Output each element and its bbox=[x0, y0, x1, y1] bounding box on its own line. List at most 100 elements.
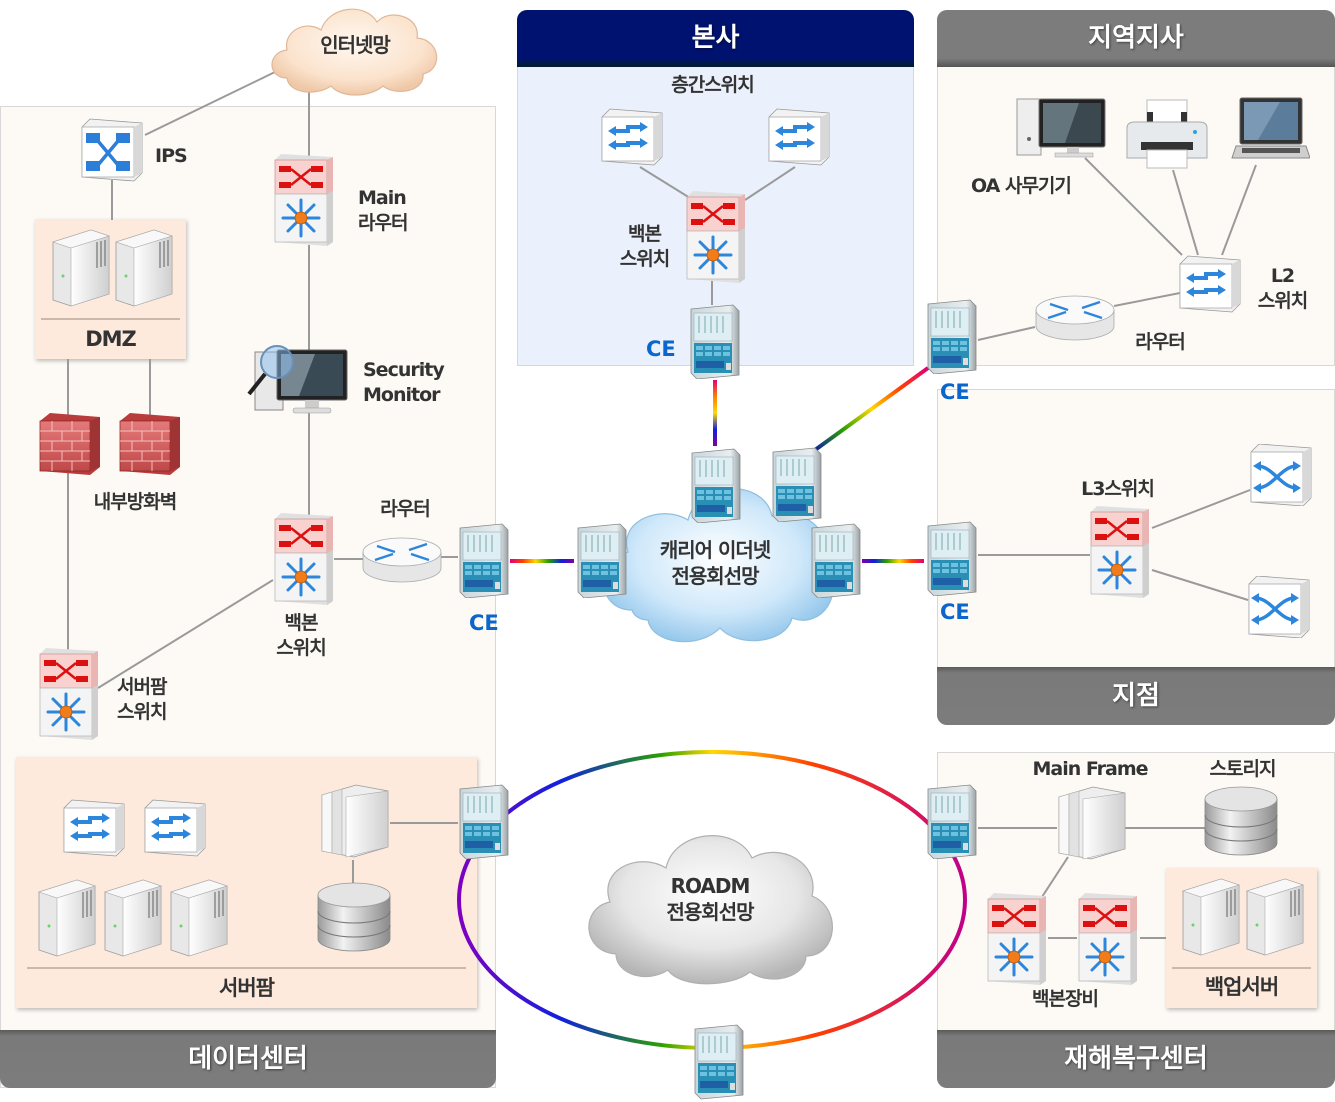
l3-switch-icon[interactable] bbox=[1089, 506, 1151, 598]
main-frame-icon[interactable] bbox=[1055, 785, 1127, 863]
datacenter-title: 데이터센터 bbox=[0, 1030, 496, 1088]
link-l3-sw1 bbox=[1151, 489, 1251, 529]
link-carrier-branch-ce bbox=[862, 559, 924, 563]
dc-ce-device-icon[interactable] bbox=[456, 522, 510, 598]
server-farm-l2-switch-icon[interactable] bbox=[143, 797, 207, 859]
server-farm-label: 서버팜 bbox=[219, 976, 275, 1000]
server-farm-l2-switch-icon[interactable] bbox=[62, 797, 126, 859]
carrier-node-icon[interactable] bbox=[688, 447, 742, 523]
main-frame-label: Main Frame bbox=[1032, 758, 1148, 780]
link-router-l2 bbox=[1113, 292, 1181, 307]
storage-icon[interactable] bbox=[1203, 785, 1279, 857]
branch-ce-device-icon[interactable] bbox=[924, 520, 978, 596]
firewall-icon[interactable] bbox=[118, 413, 182, 475]
internet-cloud-label: 인터넷망 bbox=[320, 33, 391, 57]
roadm-cloud-icon bbox=[588, 835, 833, 985]
link-mainframe-backbone1 bbox=[1039, 856, 1069, 901]
server-farm-server-icon[interactable] bbox=[169, 878, 229, 958]
dmz-server-icon[interactable] bbox=[51, 228, 111, 308]
server-farm-switch-label: 서버팜 스위치 bbox=[117, 675, 167, 725]
carrier-node-icon[interactable] bbox=[769, 446, 823, 522]
link-serverfarmswitch-backbone bbox=[97, 579, 274, 689]
security-monitor-label: Security Monitor bbox=[363, 358, 445, 408]
security-monitor-icon[interactable] bbox=[245, 340, 349, 415]
floor-switch-icon[interactable] bbox=[767, 106, 831, 168]
server-farm-switch-icon[interactable] bbox=[38, 648, 100, 740]
server-farm-server-icon[interactable] bbox=[37, 878, 97, 958]
roadm-line1: ROADM bbox=[670, 874, 751, 898]
security-monitor-label-line2: Monitor bbox=[363, 384, 441, 406]
server-farm-switch-label-line1: 서버팜 bbox=[117, 676, 167, 698]
floor-switch-icon[interactable] bbox=[600, 106, 664, 168]
carrier-node-icon[interactable] bbox=[574, 522, 628, 598]
carrier-ethernet-line1: 캐리어 이더넷 bbox=[659, 538, 771, 562]
regional-l2-switch-label: L2 스위치 bbox=[1250, 264, 1315, 314]
printer-icon[interactable] bbox=[1123, 98, 1211, 172]
hq-backbone-switch-icon[interactable] bbox=[685, 191, 747, 283]
dc-backbone-switch-label-line2: 스위치 bbox=[276, 637, 326, 659]
security-monitor-label-line1: Security bbox=[363, 359, 445, 381]
dc-backbone-switch-icon[interactable] bbox=[273, 513, 335, 605]
server-farm-box: 서버팜 bbox=[16, 757, 477, 1008]
hq-backbone-switch-label: 백본 스위치 bbox=[612, 222, 677, 272]
link-pc-l2 bbox=[1084, 157, 1183, 256]
main-router-label: Main 라우터 bbox=[358, 186, 408, 236]
regional-ce-device-icon[interactable] bbox=[924, 298, 978, 374]
l3-switch-label: L3스위치 bbox=[1081, 478, 1155, 500]
dc-router-icon[interactable] bbox=[361, 536, 443, 584]
link-hq-ce-carrier bbox=[713, 380, 717, 446]
backup-server-icon[interactable] bbox=[1245, 877, 1305, 957]
link-printer-l2 bbox=[1172, 169, 1199, 256]
ips-icon[interactable] bbox=[80, 117, 144, 183]
storage-label: 스토리지 bbox=[1209, 758, 1277, 780]
regional-l2-switch-label-line2: 스위치 bbox=[1257, 290, 1308, 312]
dr-ce-device-icon[interactable] bbox=[924, 783, 978, 859]
dmz-label: DMZ bbox=[85, 327, 137, 351]
roadm-node-icon[interactable] bbox=[691, 1021, 745, 1101]
regional-title: 지역지사 bbox=[937, 10, 1335, 67]
firewall-icon[interactable] bbox=[38, 413, 102, 475]
link-carrier-regional-ce bbox=[813, 366, 930, 452]
carrier-ethernet-line2: 전용회선망 bbox=[671, 564, 760, 588]
hq-title: 본사 bbox=[517, 10, 914, 67]
dc-router-label: 라우터 bbox=[380, 498, 430, 520]
link-laptop-l2 bbox=[1221, 164, 1257, 256]
internet-cloud-icon bbox=[271, 8, 438, 96]
regional-router-icon[interactable] bbox=[1034, 294, 1116, 342]
link-l3-sw2 bbox=[1151, 569, 1249, 601]
dc-backbone-switch-label-line1: 백본 bbox=[284, 612, 319, 634]
link-floorswitch2-backbone bbox=[744, 166, 796, 201]
hq-ce-label: CE bbox=[646, 337, 676, 361]
hq-backbone-switch-label-line2: 스위치 bbox=[619, 248, 670, 270]
server-farm-mainframe-icon[interactable] bbox=[318, 783, 390, 861]
dr-backbone-switch-icon[interactable] bbox=[1077, 893, 1139, 985]
dc-roadm-node-icon[interactable] bbox=[456, 783, 510, 859]
branch-switch-icon[interactable] bbox=[1247, 576, 1311, 638]
backbone-equipment-label: 백본장비 bbox=[1032, 988, 1099, 1010]
server-farm-database-icon[interactable] bbox=[316, 881, 392, 953]
backup-server-icon[interactable] bbox=[1181, 877, 1241, 957]
carrier-node-icon[interactable] bbox=[808, 522, 862, 598]
main-router-icon[interactable] bbox=[273, 154, 335, 246]
link-internet-ips bbox=[144, 71, 276, 136]
branch-switch-icon[interactable] bbox=[1249, 444, 1313, 506]
regional-router-label: 라우터 bbox=[1135, 331, 1185, 353]
hq-ce-device-icon[interactable] bbox=[687, 303, 741, 379]
hq-backbone-switch-label-line1: 백본 bbox=[628, 223, 662, 245]
laptop-icon[interactable] bbox=[1230, 96, 1310, 166]
internal-firewall-label: 내부방화벽 bbox=[93, 491, 177, 513]
dr-title: 재해복구센터 bbox=[937, 1030, 1335, 1088]
desktop-pc-icon[interactable] bbox=[1015, 97, 1107, 159]
dr-backbone-switch-icon[interactable] bbox=[986, 893, 1048, 985]
regional-l2-switch-icon[interactable] bbox=[1178, 253, 1242, 315]
floor-switch-label: 층간스위치 bbox=[671, 74, 754, 96]
oa-devices-label: OA 사무기기 bbox=[971, 175, 1072, 197]
roadm-line2: 전용회선망 bbox=[666, 900, 755, 924]
branch-title: 지점 bbox=[937, 667, 1335, 725]
dc-backbone-switch-label: 백본 스위치 bbox=[265, 611, 337, 661]
branch-ce-label: CE bbox=[940, 600, 970, 624]
dmz-server-icon[interactable] bbox=[114, 228, 174, 308]
main-router-label-line2: 라우터 bbox=[358, 212, 408, 234]
server-farm-server-icon[interactable] bbox=[103, 878, 163, 958]
